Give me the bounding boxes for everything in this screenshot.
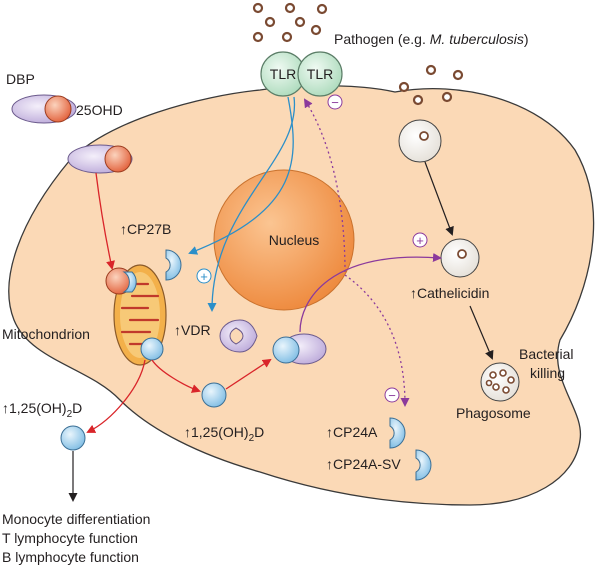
arrow-feedback-to-tlr xyxy=(303,98,346,273)
blue-plus-indicator: + xyxy=(196,268,212,284)
cp27b-enzyme-shape xyxy=(165,249,182,281)
25ohd-on-mitochondrion xyxy=(105,267,137,295)
phagosome xyxy=(480,362,520,402)
phagocytic-vesicle-middle xyxy=(440,238,480,278)
cp24a-sv-label: ↑CP24A-SV xyxy=(326,456,401,472)
svg-text:−: − xyxy=(388,388,396,403)
nucleus-label: Nucleus xyxy=(269,232,320,248)
bacterial-killing-line2: killing xyxy=(530,365,565,381)
arrow-cathelicidin-to-phagosome xyxy=(469,305,494,360)
arrow-to-cp24a xyxy=(344,274,410,407)
outcome-item: B lymphocyte function xyxy=(2,549,139,565)
purple-minus-indicator-top: − xyxy=(327,94,343,110)
svg-text:−: − xyxy=(331,95,339,110)
arrow-tlr-to-cp27b xyxy=(188,96,294,255)
phagosome-label: Phagosome xyxy=(456,405,531,421)
purple-plus-indicator: + xyxy=(412,232,428,248)
svg-text:+: + xyxy=(200,269,208,284)
immune-outcomes-list: Monocyte differentiation T lymphocyte fu… xyxy=(2,510,150,567)
tlr-right-label: TLR xyxy=(307,66,333,82)
calcitriol-mito-molecule xyxy=(140,337,164,361)
vdr-calcitriol-complex xyxy=(272,333,327,365)
nucleus: Nucleus xyxy=(213,169,355,311)
ohd25-label: 25OHD xyxy=(76,102,123,118)
phagocytic-vesicle-top xyxy=(398,119,442,163)
calcitriol-center-label: ↑1,25(OH)2D xyxy=(184,424,264,444)
outcome-item: T lymphocyte function xyxy=(2,530,138,546)
dbp-25ohd-complex-inside xyxy=(67,144,133,174)
tlr-left-label: TLR xyxy=(270,66,296,82)
calcitriol-center-molecule xyxy=(201,382,227,408)
cp24a-enzyme-shape xyxy=(389,417,406,449)
vdr-label: ↑VDR xyxy=(174,322,211,338)
arrow-mito-to-calcitriol xyxy=(151,359,201,393)
arrow-calcitriol-to-vdr xyxy=(225,358,272,390)
calcitriol-left-molecule xyxy=(60,425,86,451)
outcome-item: Monocyte differentiation xyxy=(2,511,151,527)
bacterial-killing-line1: Bacterial xyxy=(519,346,573,362)
arrow-mito-to-left-calcitriol xyxy=(86,359,146,433)
dbp-25ohd-complex-outside xyxy=(11,94,77,124)
mitochondrion-label: Mitochondrion xyxy=(2,326,90,342)
dbp-label: DBP xyxy=(6,71,35,87)
calcitriol-left-label: ↑1,25(OH)2D xyxy=(2,400,82,420)
arrow-dbp-to-mitochondrion xyxy=(95,172,115,270)
pathogen-label: Pathogen (e.g. M. tuberculosis) xyxy=(334,31,529,47)
cp24a-sv-enzyme-shape xyxy=(415,449,432,481)
arrow-tlr-to-vdr xyxy=(207,96,296,312)
vdr-receptor-shape xyxy=(219,319,258,353)
cathelicidin-label: ↑Cathelicidin xyxy=(410,285,489,301)
arrow-vdr-to-cathelicidin xyxy=(299,253,442,333)
tlr-receptor-dimer: TLR TLR xyxy=(260,51,343,97)
cp27b-label: ↑CP27B xyxy=(120,221,171,237)
purple-minus-indicator-bottom: − xyxy=(384,387,400,403)
arrow-vesicle-to-cathelicidin xyxy=(424,161,454,236)
svg-text:+: + xyxy=(416,233,424,248)
pathogen-particles-top xyxy=(252,2,328,43)
cp24a-label: ↑CP24A xyxy=(326,424,378,440)
pathogen-particles-right xyxy=(398,64,464,106)
